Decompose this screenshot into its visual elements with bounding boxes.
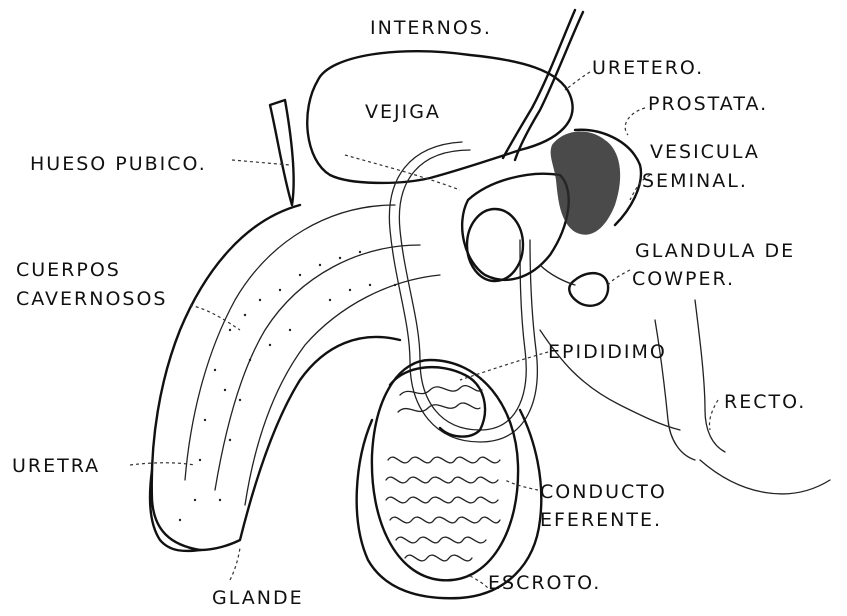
vas-deferens-loop-2	[389, 142, 537, 442]
label-prostata: PROSTATA.	[648, 93, 768, 115]
leader-prostata	[625, 108, 645, 135]
label-recto: RECTO.	[724, 391, 806, 413]
label-conducto-line2: EFERENTE.	[540, 509, 662, 531]
label-glandula-line2: COWPER.	[632, 268, 735, 290]
rectum-lower	[700, 460, 830, 494]
testis	[372, 360, 518, 580]
label-hueso-pubico: HUESO PUBICO.	[30, 153, 207, 175]
leader-recto	[709, 400, 718, 430]
pubic-bone	[270, 100, 294, 205]
penis-outer-lower	[200, 337, 400, 550]
label-uretero: URETERO.	[592, 57, 704, 79]
label-vesicula-line1: VESICULA	[650, 141, 760, 163]
label-internos: INTERNOS.	[370, 17, 492, 39]
leader-vejiga	[345, 155, 460, 190]
leader-glandula	[608, 270, 630, 285]
epididymis-coils	[398, 386, 482, 412]
label-cuerpos-line2: CAVERNOSOS	[16, 288, 168, 310]
leader-cuerpos	[190, 305, 240, 330]
leader-conducto	[505, 480, 538, 490]
leader-uretero	[565, 72, 590, 90]
label-conducto-line1: CONDUCTO	[540, 481, 667, 503]
seminal-vesicle	[551, 132, 621, 235]
label-cuerpos-line1: CUERPOS	[16, 259, 121, 281]
penis-outer-upper	[152, 205, 300, 550]
label-escroto: ESCROTO.	[488, 572, 601, 594]
vas-deferens-loop	[399, 150, 526, 430]
label-vejiga: VEJIGA	[365, 101, 441, 123]
cowper-gland	[569, 273, 608, 306]
corpora-inner-1	[185, 205, 395, 480]
corpora-inner-2	[215, 245, 420, 490]
leader-escroto	[470, 576, 488, 588]
epididymis	[390, 367, 485, 436]
label-glandula-line1: GLANDULA DE	[635, 240, 795, 262]
leader-uretra	[130, 463, 195, 465]
cowper-duct	[540, 265, 575, 285]
leader-glande	[230, 548, 240, 580]
glans-outline	[150, 470, 200, 551]
leader-epididimo	[460, 352, 548, 380]
label-uretra: URETRA	[12, 455, 100, 477]
prostate	[462, 174, 569, 280]
label-vesicula-line2: SEMINAL.	[642, 170, 748, 192]
label-epididimo: EPIDIDIMO	[548, 341, 667, 363]
corpora-inner-3	[245, 275, 440, 505]
corpora-stipple	[179, 251, 396, 521]
prostate-lobe	[467, 209, 523, 281]
label-glande: GLANDE	[212, 587, 304, 609]
testis-tubules	[386, 457, 500, 561]
